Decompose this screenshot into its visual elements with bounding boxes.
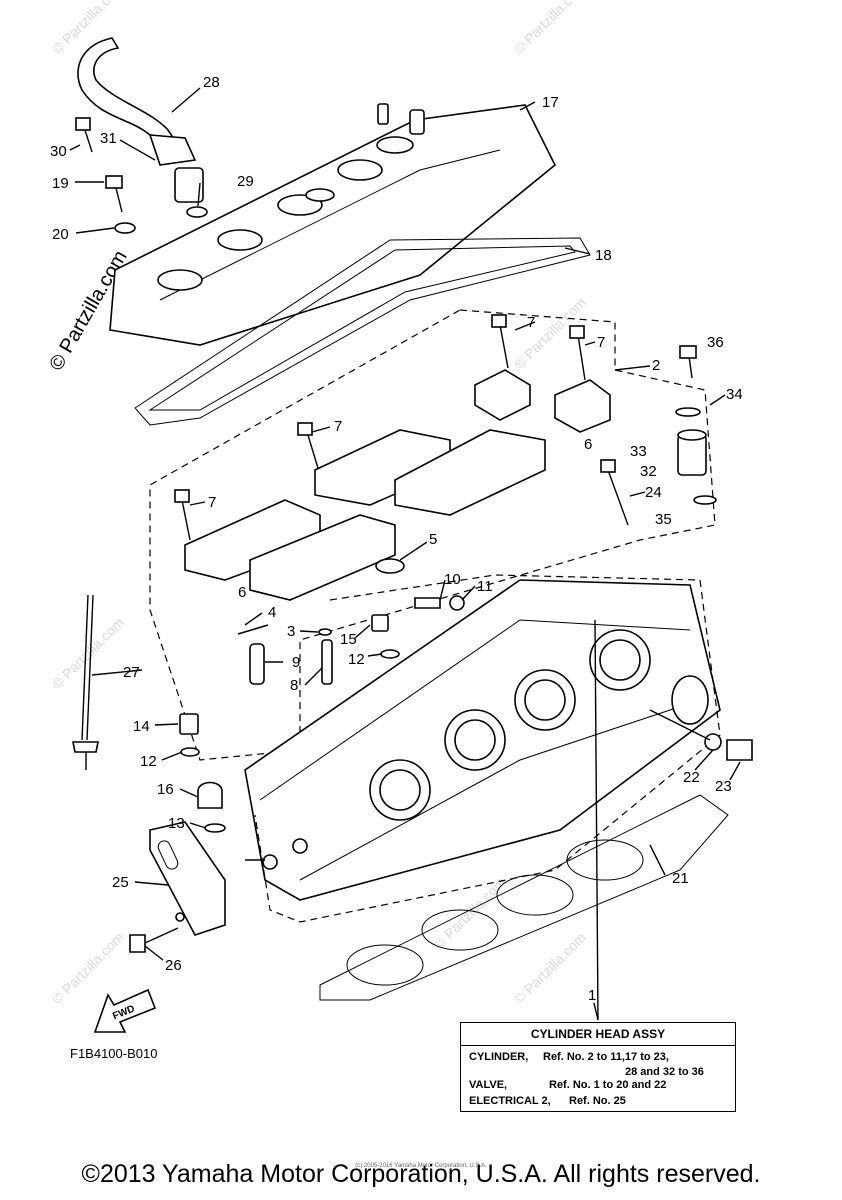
callout-14: 14 <box>133 718 150 735</box>
callout-5: 5 <box>429 531 437 548</box>
callout-23: 23 <box>715 778 732 795</box>
plug-cylinder <box>675 407 717 505</box>
callout-7c: 7 <box>334 418 342 435</box>
callout-13: 13 <box>168 815 185 832</box>
callout-31: 31 <box>100 130 117 147</box>
callout-33: 33 <box>630 443 647 460</box>
small-copyright: (c) 2005-2016 Yamaha Motor Corporation, … <box>355 1163 487 1169</box>
small-parts <box>75 117 753 833</box>
assembly-row-label: ELECTRICAL 2, <box>469 1095 551 1107</box>
callout-36: 36 <box>707 334 724 351</box>
callout-12a: 12 <box>348 651 365 668</box>
callout-6a: 6 <box>584 436 592 453</box>
watermark: © Partzilla.com <box>49 929 127 1007</box>
callout-11: 11 <box>477 578 493 595</box>
cylinder-head-cover <box>109 103 557 346</box>
callout-24: 24 <box>645 484 662 501</box>
callout-32: 32 <box>640 463 657 480</box>
watermark: © Partzilla.com <box>431 874 509 952</box>
assembly-row-label: VALVE, <box>469 1079 508 1091</box>
leader-lines <box>69 87 741 1021</box>
copyright-notice: ©2013 Yamaha Motor Corporation, U.S.A. A… <box>81 1160 761 1188</box>
assembly-row-ref: Ref. No. 1 to 20 and 22 <box>549 1079 667 1091</box>
camshaft-caps <box>184 369 611 601</box>
watermark: © Partzilla.com <box>511 929 589 1007</box>
watermark: © Partzilla.com <box>49 614 127 692</box>
callout-8: 8 <box>290 677 298 694</box>
callout-9: 9 <box>292 654 300 671</box>
dipstick <box>72 594 99 770</box>
assembly-title: CYLINDER HEAD ASSY <box>461 1023 735 1046</box>
callout-1: 1 <box>588 987 596 1004</box>
callout-22: 22 <box>683 769 700 786</box>
callout-2: 2 <box>652 357 660 374</box>
assembly-reference-table: CYLINDER HEAD ASSY CYLINDER, Ref. No. 2 … <box>460 1022 736 1112</box>
callout-labels: 1 2 3 4 5 6 6 7 7 7 7 8 9 10 11 12 12 13… <box>50 74 743 1004</box>
assembly-row-ref: Ref. No. 25 <box>569 1095 626 1107</box>
callout-16: 16 <box>157 781 174 798</box>
cap-bolts <box>174 314 697 541</box>
cylinder-head-gasket <box>319 794 729 1001</box>
callout-35: 35 <box>655 511 672 528</box>
callout-26: 26 <box>165 957 182 974</box>
cylinder-head <box>244 579 721 901</box>
watermark: © Partzilla.com <box>511 0 589 57</box>
callout-20: 20 <box>52 226 69 243</box>
callout-30: 30 <box>50 143 67 160</box>
callout-25: 25 <box>112 874 129 891</box>
callout-17: 17 <box>542 94 559 111</box>
callout-19: 19 <box>52 175 69 192</box>
fwd-arrow-icon: FWD <box>93 988 157 1033</box>
callout-18: 18 <box>595 247 612 264</box>
callout-6b: 6 <box>238 584 246 601</box>
callout-7b: 7 <box>597 334 605 351</box>
bracket <box>129 821 226 953</box>
callout-7a: 7 <box>527 314 535 331</box>
callout-3: 3 <box>287 623 295 640</box>
camshaft-cap-outline <box>149 309 716 761</box>
callout-21: 21 <box>672 870 689 887</box>
breather-hose <box>77 37 204 203</box>
assembly-row-label: CYLINDER, <box>469 1051 529 1063</box>
callout-7d: 7 <box>208 494 216 511</box>
callout-12b: 12 <box>140 753 157 770</box>
callout-4: 4 <box>268 604 276 621</box>
callout-34: 34 <box>726 386 743 403</box>
callout-29: 29 <box>237 173 254 190</box>
callout-28: 28 <box>203 74 220 91</box>
callout-27: 27 <box>123 664 140 681</box>
callout-15: 15 <box>340 631 357 648</box>
assembly-row-ref: Ref. No. 2 to 11,17 to 23, <box>543 1051 669 1063</box>
callout-10: 10 <box>444 571 461 588</box>
head-cover-gasket <box>134 237 591 426</box>
drawing-code: F1B4100-B010 <box>70 1046 158 1061</box>
assembly-row-ref: 28 and 32 to 36 <box>625 1066 704 1078</box>
